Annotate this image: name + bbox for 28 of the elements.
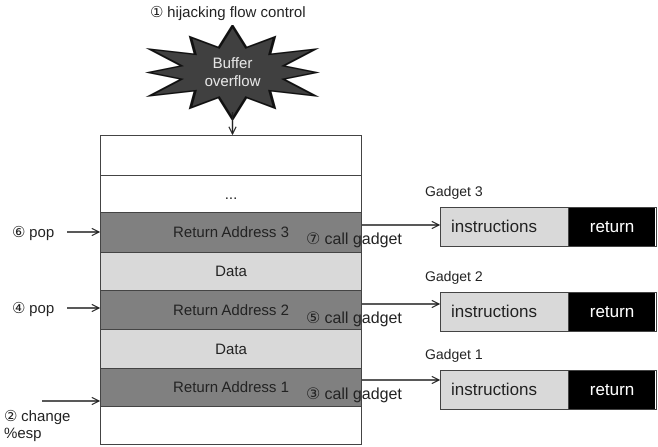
step-label: ⑥ pop [12, 221, 67, 243]
instructions-cell: instructions [441, 371, 569, 409]
arrow [67, 304, 100, 312]
step-label: ④ pop [12, 297, 67, 319]
arrow [228, 112, 237, 135]
arrow [362, 220, 440, 230]
gadget-heading: Gadget 3 [425, 183, 483, 199]
gadget-block [425, 346, 657, 411]
return-cell: return [569, 208, 655, 246]
step-label: ② change %esp [4, 402, 98, 442]
caption-text: ① hijacking flow control [150, 3, 306, 21]
return-cell: return [569, 293, 655, 331]
instructions-cell: instructions [441, 293, 569, 331]
arrow [362, 376, 440, 384]
stack-slot [100, 135, 362, 176]
arrow [42, 396, 100, 406]
instructions-cell: instructions [441, 208, 569, 246]
gadget-heading: Gadget 2 [425, 268, 483, 284]
stack-slot: ... [100, 175, 362, 213]
return-cell: return [569, 371, 655, 409]
gadget-block [425, 268, 657, 333]
data-slot: Data [100, 329, 362, 369]
stack-slot [100, 406, 362, 445]
arrow [67, 228, 100, 236]
data-slot: Data [100, 252, 362, 291]
gadget-heading: Gadget 1 [425, 346, 483, 362]
gadget-block [425, 183, 657, 248]
arrow [362, 300, 440, 308]
